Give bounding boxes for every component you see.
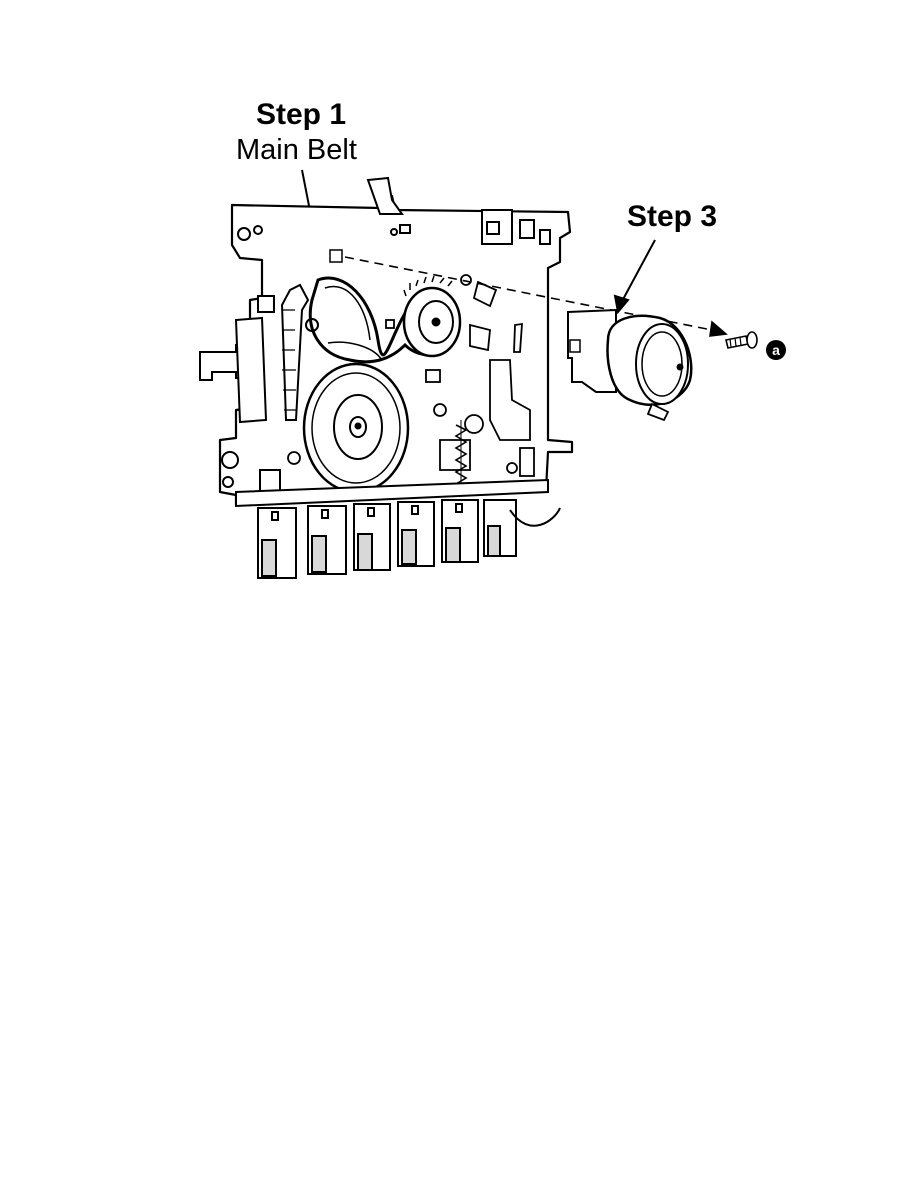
screw-marker-badge: a [766,340,786,360]
screw [726,332,757,348]
motor-assembly [568,310,691,420]
screw-marker-text: a [772,342,780,358]
step3-leader-line [615,240,655,312]
contact-levers [258,500,560,578]
